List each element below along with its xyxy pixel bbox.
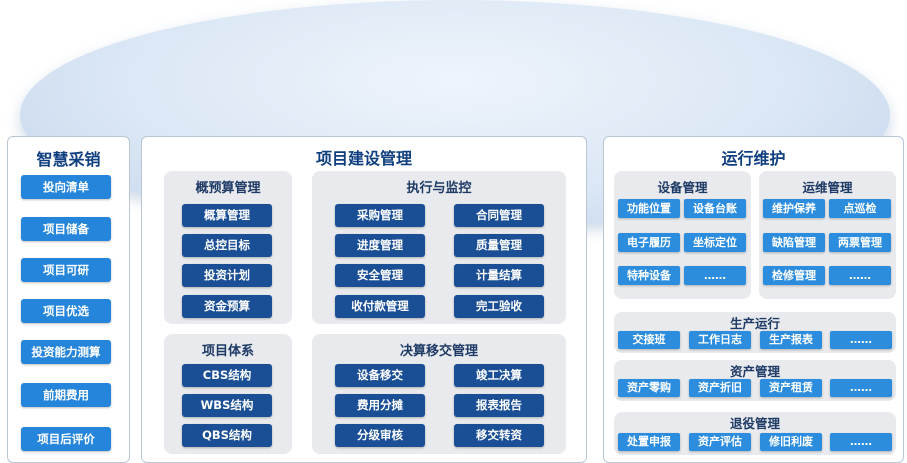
settlement-handover-group: 决算移交管理 设备移交 竣工决算 费用分摊 报表报告 分级审核 移交转资 <box>312 334 566 454</box>
contract-management-button[interactable]: 合同管理 <box>454 204 544 227</box>
shift-handover-button[interactable]: 交接班 <box>618 331 680 349</box>
production-more-button[interactable]: …… <box>830 331 892 349</box>
maintenance-management-group: 运维管理 维护保养 点巡检 缺陷管理 两票管理 检修管理 …… <box>759 171 896 299</box>
feasibility-study-button[interactable]: 项目可研 <box>21 258 111 282</box>
production-operation-title: 生产运行 <box>729 316 780 331</box>
project-construction-panel: 项目建设管理 概预算管理 概算管理 总控目标 投资计划 资金预算 执行与监控 采… <box>141 136 587 463</box>
measurement-settlement-button[interactable]: 计量结算 <box>454 264 544 287</box>
maintenance-management-title: 运维管理 <box>802 180 853 195</box>
equipment-management-title: 设备管理 <box>657 180 708 195</box>
equipment-handover-button[interactable]: 设备移交 <box>335 364 425 387</box>
budget-management-group: 概预算管理 概算管理 总控目标 投资计划 资金预算 <box>164 171 292 324</box>
project-system-title: 项目体系 <box>201 344 254 359</box>
coordinate-positioning-button[interactable]: 坐标定位 <box>684 233 746 252</box>
final-accounts-button[interactable]: 竣工决算 <box>454 364 544 387</box>
budget-management-title: 概预算管理 <box>195 181 261 196</box>
asset-evaluation-button[interactable]: 资产评估 <box>689 433 751 451</box>
total-control-target-button[interactable]: 总控目标 <box>182 234 272 257</box>
cost-allocation-button[interactable]: 费用分摊 <box>335 394 425 417</box>
estimate-management-button[interactable]: 概算管理 <box>182 204 272 227</box>
preliminary-costs-button[interactable]: 前期费用 <box>21 383 111 407</box>
asset-management-group: 资产管理 资产零购 资产折旧 资产租赁 …… <box>614 360 896 401</box>
quality-management-button[interactable]: 质量管理 <box>454 234 544 257</box>
maintenance-care-button[interactable]: 维护保养 <box>763 199 825 218</box>
project-selection-button[interactable]: 项目优选 <box>21 299 111 323</box>
project-reserve-button[interactable]: 项目储备 <box>21 217 111 241</box>
tiered-review-button[interactable]: 分级审核 <box>335 424 425 447</box>
execution-monitoring-group: 执行与监控 采购管理 合同管理 进度管理 质量管理 安全管理 计量结算 收付款管… <box>312 171 566 324</box>
equipment-ledger-button[interactable]: 设备台账 <box>684 199 746 218</box>
smart-procurement-panel: 智慧采销 投向清单 项目储备 项目可研 项目优选 投资能力测算 前期费用 项目后… <box>7 136 130 463</box>
asset-purchase-button[interactable]: 资产零购 <box>618 379 680 397</box>
investment-plan-button[interactable]: 投资计划 <box>182 264 272 287</box>
asset-more-button[interactable]: …… <box>830 379 892 397</box>
work-log-button[interactable]: 工作日志 <box>689 331 751 349</box>
project-construction-title: 项目建设管理 <box>315 149 412 168</box>
fund-budget-button[interactable]: 资金预算 <box>182 295 272 318</box>
payment-management-button[interactable]: 收付款管理 <box>335 295 425 318</box>
repair-reuse-button[interactable]: 修旧利废 <box>760 433 822 451</box>
maintenance-more-button[interactable]: …… <box>829 266 891 285</box>
execution-monitoring-title: 执行与监控 <box>406 181 472 196</box>
retirement-more-button[interactable]: …… <box>830 433 892 451</box>
post-evaluation-button[interactable]: 项目后评价 <box>21 427 111 451</box>
asset-management-title: 资产管理 <box>729 364 780 379</box>
equipment-management-group: 设备管理 功能位置 设备台账 电子履历 坐标定位 特种设备 …… <box>614 171 751 299</box>
project-system-group: 项目体系 CBS结构 WBS结构 QBS结构 <box>164 334 292 454</box>
retirement-management-group: 退役管理 处置申报 资产评估 修旧利废 …… <box>614 412 896 455</box>
retirement-management-title: 退役管理 <box>729 416 780 431</box>
cbs-structure-button[interactable]: CBS结构 <box>182 364 272 387</box>
progress-management-button[interactable]: 进度管理 <box>335 234 425 257</box>
production-operation-group: 生产运行 交接班 工作日志 生产报表 …… <box>614 312 896 353</box>
settlement-handover-title: 决算移交管理 <box>399 344 478 359</box>
asset-depreciation-button[interactable]: 资产折旧 <box>689 379 751 397</box>
completion-acceptance-button[interactable]: 完工验收 <box>454 295 544 318</box>
defect-management-button[interactable]: 缺陷管理 <box>763 233 825 252</box>
function-location-button[interactable]: 功能位置 <box>618 199 680 218</box>
asset-lease-button[interactable]: 资产租赁 <box>760 379 822 397</box>
production-report-button[interactable]: 生产报表 <box>760 331 822 349</box>
investment-capacity-button[interactable]: 投资能力测算 <box>21 340 111 364</box>
wbs-structure-button[interactable]: WBS结构 <box>182 394 272 417</box>
operation-maintenance-panel: 运行维护 设备管理 功能位置 设备台账 电子履历 坐标定位 特种设备 …… 运维… <box>603 136 904 463</box>
asset-transfer-button[interactable]: 移交转资 <box>454 424 544 447</box>
overhaul-management-button[interactable]: 检修管理 <box>763 266 825 285</box>
two-tickets-button[interactable]: 两票管理 <box>829 233 891 252</box>
investment-list-button[interactable]: 投向清单 <box>21 175 111 199</box>
qbs-structure-button[interactable]: QBS结构 <box>182 424 272 447</box>
safety-management-button[interactable]: 安全管理 <box>335 264 425 287</box>
equipment-more-button[interactable]: …… <box>684 266 746 285</box>
operation-maintenance-title: 运行维护 <box>721 149 786 168</box>
disposal-declaration-button[interactable]: 处置申报 <box>618 433 680 451</box>
procurement-management-button[interactable]: 采购管理 <box>335 204 425 227</box>
smart-procurement-title: 智慧采销 <box>36 150 101 169</box>
patrol-inspection-button[interactable]: 点巡检 <box>829 199 891 218</box>
special-equipment-button[interactable]: 特种设备 <box>618 266 680 285</box>
report-button[interactable]: 报表报告 <box>454 394 544 417</box>
electronic-record-button[interactable]: 电子履历 <box>618 233 680 252</box>
